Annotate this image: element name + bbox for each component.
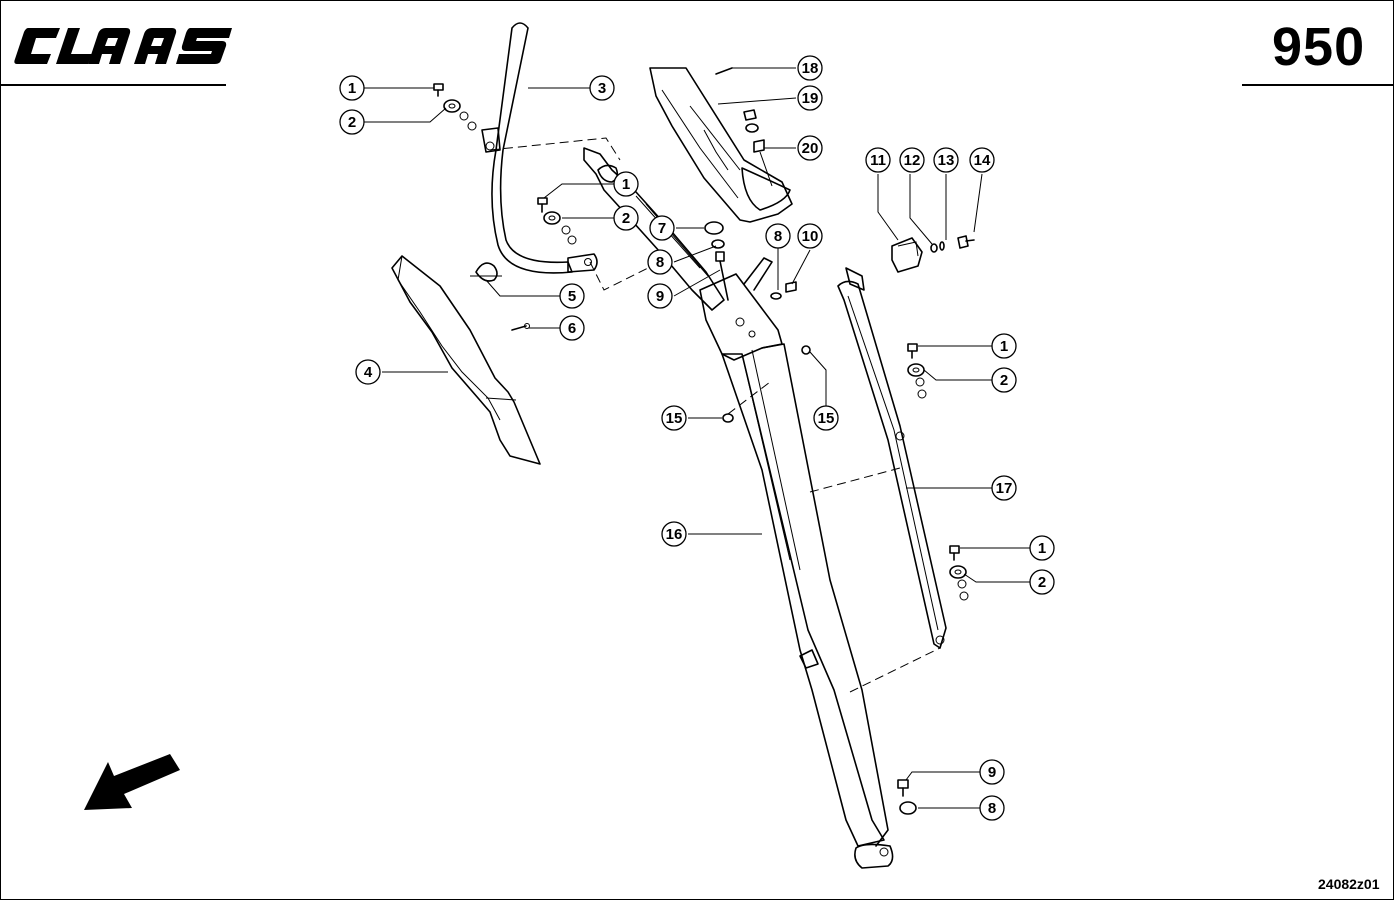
svg-text:2: 2 <box>348 114 356 131</box>
svg-text:18: 18 <box>802 60 819 77</box>
callout: 5 <box>559 283 585 309</box>
header-rule-left <box>0 84 226 86</box>
callout: 1 <box>613 171 639 197</box>
arrow-down-left-icon <box>84 754 180 810</box>
callout: 3 <box>589 75 615 101</box>
callout: 17 <box>991 475 1017 501</box>
svg-text:14: 14 <box>974 152 991 169</box>
callout: 1 <box>1029 535 1055 561</box>
svg-text:8: 8 <box>656 254 664 271</box>
bolt-1-a <box>433 83 444 97</box>
svg-text:5: 5 <box>568 288 576 305</box>
svg-text:8: 8 <box>774 228 782 245</box>
callout: 12 <box>899 147 925 173</box>
callout: 15 <box>813 405 839 431</box>
claas-logo <box>14 28 232 64</box>
svg-text:19: 19 <box>802 90 819 107</box>
svg-text:20: 20 <box>802 140 819 157</box>
svg-text:2: 2 <box>1000 372 1008 389</box>
alignment-lines <box>489 137 941 693</box>
svg-text:16: 16 <box>666 526 683 543</box>
svg-text:11: 11 <box>870 152 886 169</box>
callout: 15 <box>661 405 687 431</box>
callout: 6 <box>559 315 585 341</box>
callout: 1 <box>991 333 1017 359</box>
page-number: 950 <box>1272 17 1366 77</box>
svg-text:10: 10 <box>802 228 819 245</box>
callout: 11 <box>865 147 891 173</box>
washer-2-d <box>949 565 967 579</box>
bolt-9-b <box>897 779 909 797</box>
svg-text:7: 7 <box>658 220 666 237</box>
cover-panel <box>391 255 541 465</box>
drawing-code: 24082z01 <box>1318 876 1380 892</box>
hose-clamp <box>470 262 502 282</box>
svg-text:13: 13 <box>938 152 955 169</box>
svg-text:15: 15 <box>818 410 835 427</box>
svg-text:6: 6 <box>568 320 576 337</box>
callout: 20 <box>797 135 823 161</box>
callout: 10 <box>797 223 823 249</box>
callout: 19 <box>797 85 823 111</box>
callout: 1 <box>339 75 365 101</box>
svg-text:4: 4 <box>364 364 373 381</box>
callout: 2 <box>613 205 639 231</box>
side-rail <box>837 267 947 649</box>
callout: 18 <box>797 55 823 81</box>
svg-text:9: 9 <box>656 288 664 305</box>
callouts: 1 2 3 1 2 5 6 4 7 8 9 8 10 18 19 20 11 1… <box>339 55 1055 821</box>
svg-text:15: 15 <box>666 410 683 427</box>
fasteners <box>433 67 975 815</box>
callout: 2 <box>339 109 365 135</box>
callout: 14 <box>969 147 995 173</box>
bolt-1-c <box>907 343 918 359</box>
svg-text:12: 12 <box>904 152 921 169</box>
svg-text:9: 9 <box>988 764 996 781</box>
screw-6 <box>511 323 530 331</box>
leader-lines <box>364 67 1030 809</box>
handrail-tube <box>481 22 598 274</box>
svg-text:1: 1 <box>622 176 630 193</box>
callout: 8 <box>979 795 1005 821</box>
ladder-frame <box>721 343 894 869</box>
callout: 13 <box>933 147 959 173</box>
callout: 8 <box>647 249 673 275</box>
callout: 2 <box>991 367 1017 393</box>
upper-cover <box>649 67 793 223</box>
callout: 16 <box>661 521 687 547</box>
svg-text:2: 2 <box>622 210 630 227</box>
svg-text:3: 3 <box>598 80 606 97</box>
svg-text:1: 1 <box>1038 540 1046 557</box>
washer-2-a <box>443 99 461 113</box>
svg-text:8: 8 <box>988 800 996 817</box>
callout: 8 <box>765 223 791 249</box>
svg-text:17: 17 <box>996 480 1013 497</box>
callout: 4 <box>355 359 381 385</box>
bolt-9-a <box>715 251 729 301</box>
callout: 9 <box>979 759 1005 785</box>
callout: 2 <box>1029 569 1055 595</box>
svg-text:2: 2 <box>1038 574 1046 591</box>
callout: 9 <box>647 283 673 309</box>
washer-2-b <box>543 211 561 225</box>
bolt-1-b <box>537 197 548 213</box>
header-rule-right <box>1242 84 1394 86</box>
washer-2-c <box>907 363 925 377</box>
svg-text:1: 1 <box>348 80 356 97</box>
svg-text:1: 1 <box>1000 338 1008 355</box>
bolt-1-d <box>949 545 960 561</box>
callout: 7 <box>649 215 675 241</box>
